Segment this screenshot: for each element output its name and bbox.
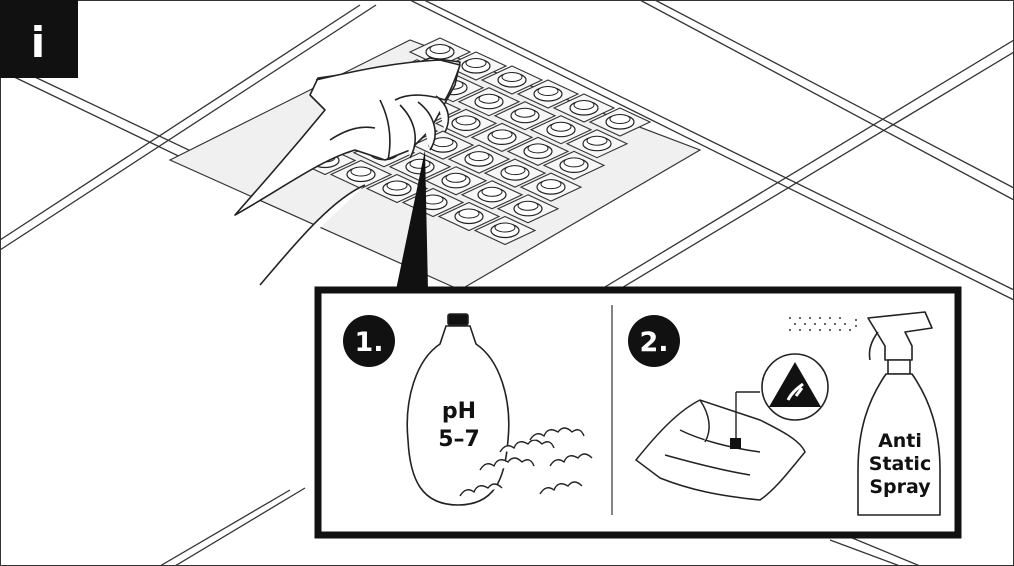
step-2-label-line1: Anti xyxy=(878,430,922,452)
step-1-number: 1. xyxy=(354,327,383,358)
step-1-label-line1: pH xyxy=(442,399,476,424)
step-2-number: 2. xyxy=(639,327,668,358)
info-icon: i xyxy=(31,18,45,67)
step-2-label-line3: Spray xyxy=(869,476,931,498)
step-1-label-line2: 5–7 xyxy=(438,427,480,452)
esd-marker xyxy=(730,438,741,449)
step-2-label-line2: Static xyxy=(869,453,931,475)
esd-warning-icon xyxy=(762,354,828,420)
